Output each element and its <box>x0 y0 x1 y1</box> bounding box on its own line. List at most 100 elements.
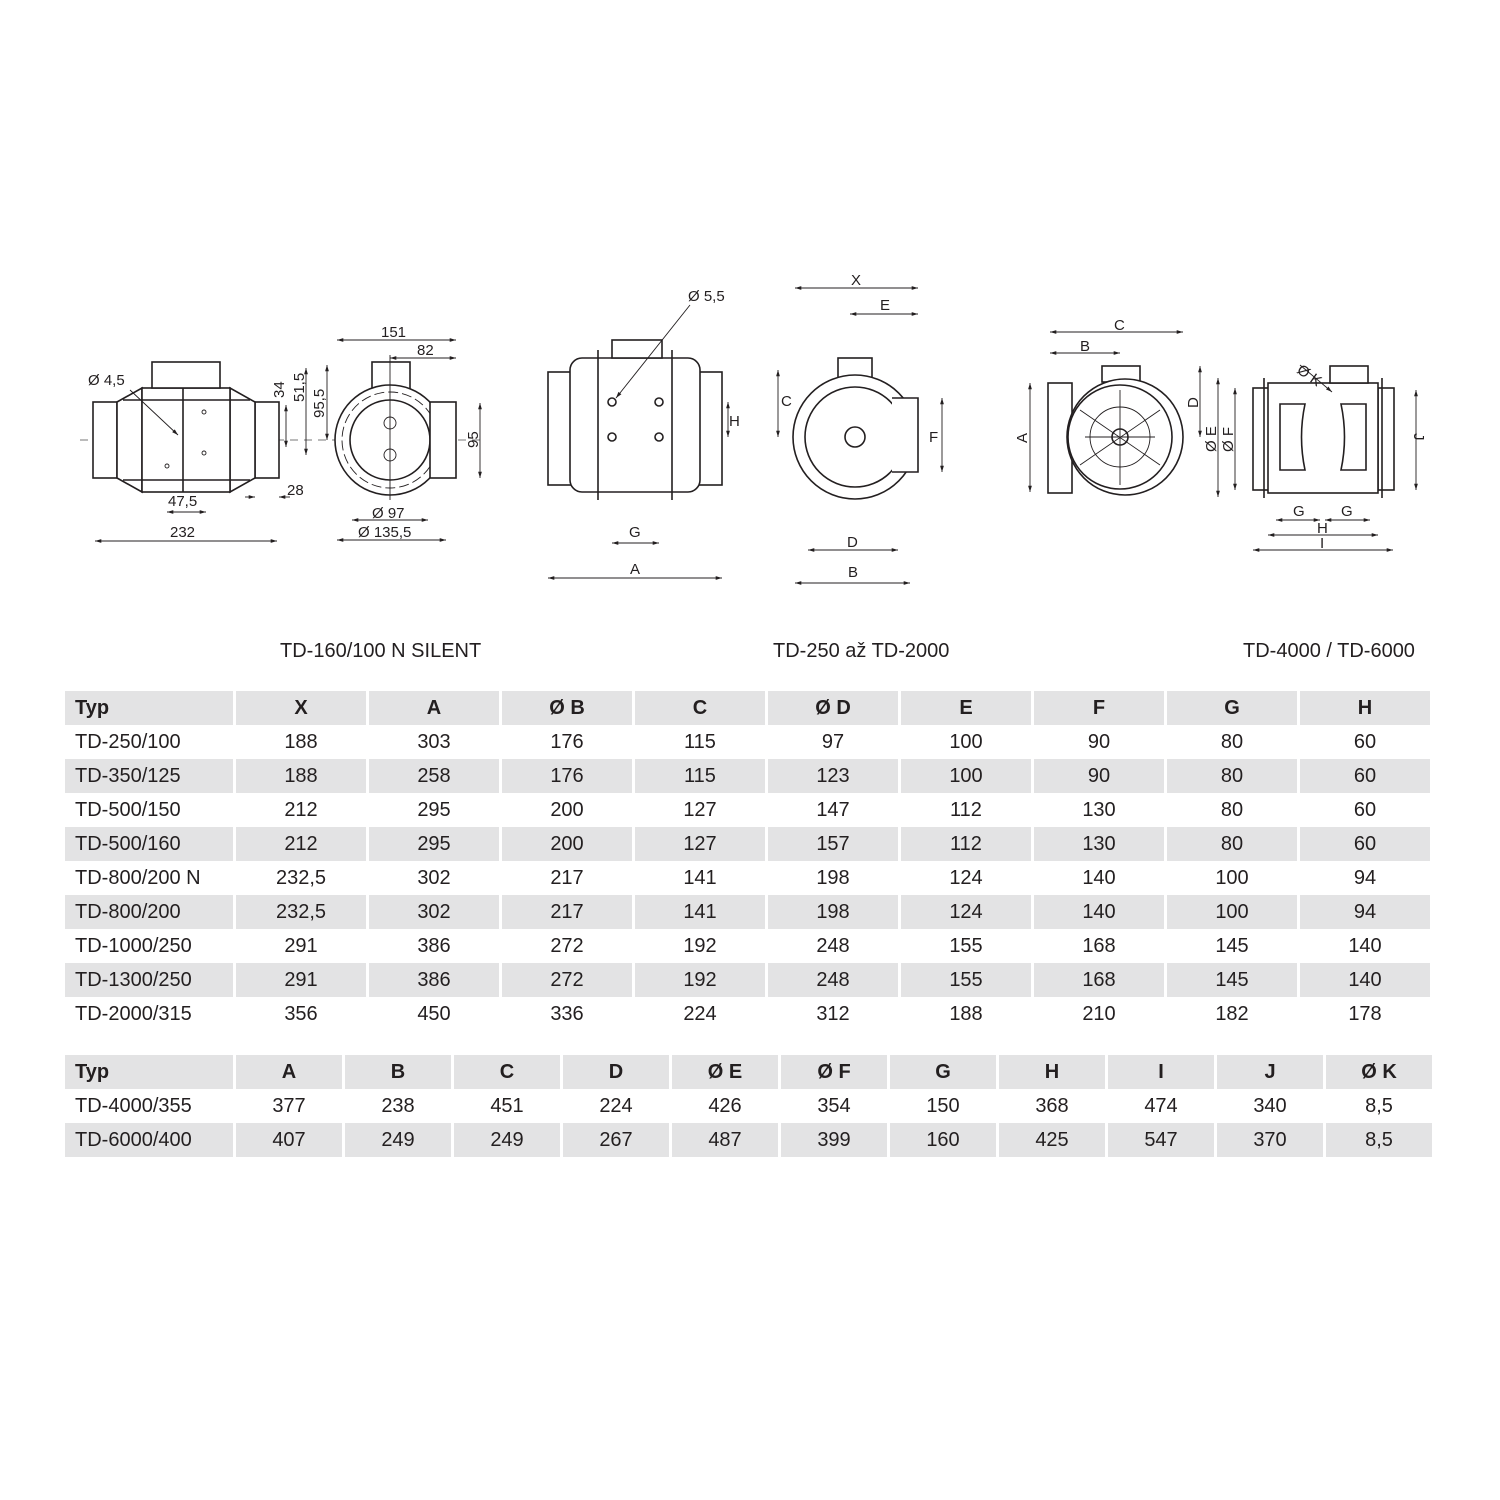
value-cell: 127 <box>683 798 717 821</box>
svg-text:F: F <box>929 429 938 446</box>
value-cell: 248 <box>768 963 898 997</box>
value-cell: 127 <box>635 827 765 861</box>
value-cell: 356 <box>284 1002 318 1025</box>
value-cell: 8,5 <box>1326 1123 1432 1157</box>
value-cell: 340 <box>1253 1094 1287 1117</box>
svg-text:G: G <box>1341 503 1353 520</box>
value-cell: 60 <box>1353 730 1377 753</box>
value-cell: 212 <box>236 827 366 861</box>
column-header: G <box>890 1055 996 1089</box>
value-cell: 212 <box>284 798 318 821</box>
value-cell: 487 <box>672 1123 778 1157</box>
column-header: J <box>1217 1055 1323 1089</box>
value-cell: 192 <box>683 934 717 957</box>
value-cell: 112 <box>950 798 982 821</box>
column-header: I <box>1108 1055 1214 1089</box>
value-cell: 198 <box>768 895 898 929</box>
value-cell: 200 <box>550 798 584 821</box>
value-cell: 450 <box>417 1002 451 1025</box>
column-header: A <box>236 1055 342 1089</box>
svg-text:B: B <box>848 564 858 581</box>
model-cell: TD-1000/250 <box>75 934 192 957</box>
column-header: F <box>1034 691 1164 725</box>
model-cell: TD-4000/355 <box>75 1094 192 1117</box>
value-cell: 60 <box>1300 827 1430 861</box>
svg-text:95: 95 <box>465 431 482 448</box>
svg-text:H: H <box>1317 520 1328 537</box>
caption-mid: TD-250 až TD-2000 <box>773 640 950 662</box>
column-header: B <box>345 1055 451 1089</box>
value-cell: 80 <box>1167 759 1297 793</box>
value-cell: 140 <box>1034 895 1164 929</box>
value-cell: 354 <box>817 1094 851 1117</box>
column-header: C <box>635 691 765 725</box>
value-cell: 302 <box>417 866 451 889</box>
column-header: Typ <box>65 1055 233 1089</box>
svg-text:82: 82 <box>417 342 434 359</box>
svg-text:C: C <box>1114 317 1125 334</box>
svg-text:Ø 97: Ø 97 <box>372 505 405 522</box>
value-cell: 232,5 <box>275 866 327 889</box>
column-header: Ø E <box>672 1055 778 1089</box>
value-cell: 368 <box>1035 1094 1069 1117</box>
value-cell: 188 <box>284 730 318 753</box>
value-cell: 210 <box>1082 1002 1116 1025</box>
value-cell: 188 <box>949 1002 983 1025</box>
column-header: C <box>454 1055 560 1089</box>
value-cell: 267 <box>563 1123 669 1157</box>
value-cell: 124 <box>901 895 1031 929</box>
value-cell: 217 <box>550 866 584 889</box>
value-cell: 386 <box>369 963 499 997</box>
value-cell: 155 <box>949 934 983 957</box>
svg-text:X: X <box>851 272 861 289</box>
column-header: D <box>563 1055 669 1089</box>
value-cell: 224 <box>683 1002 717 1025</box>
value-cell: 377 <box>272 1094 306 1117</box>
value-cell: 295 <box>369 827 499 861</box>
svg-text:34: 34 <box>271 381 288 398</box>
value-cell: 94 <box>1300 895 1430 929</box>
model-cell: TD-6000/400 <box>65 1123 233 1157</box>
value-cell: 157 <box>768 827 898 861</box>
value-cell: 224 <box>599 1094 633 1117</box>
value-cell: 168 <box>1034 963 1164 997</box>
value-cell: 238 <box>381 1094 415 1117</box>
value-cell: 200 <box>502 827 632 861</box>
svg-text:A: A <box>630 561 640 578</box>
value-cell: 115 <box>635 759 765 793</box>
value-cell: 426 <box>708 1094 742 1117</box>
svg-text:D: D <box>847 534 858 551</box>
value-cell: 451 <box>490 1094 524 1117</box>
caption-silent: TD-160/100 N SILENT <box>280 640 482 662</box>
value-cell: 258 <box>369 759 499 793</box>
value-cell: 217 <box>502 895 632 929</box>
drawing-large: C B D A Ø K Ø E Ø F J G G H I <box>1014 317 1427 552</box>
value-cell: 178 <box>1348 1002 1382 1025</box>
column-header: Ø F <box>781 1055 887 1089</box>
caption-large: TD-4000 / TD-6000 <box>1243 640 1415 662</box>
value-cell: 168 <box>1082 934 1116 957</box>
svg-text:G: G <box>1293 503 1305 520</box>
svg-text:47,5: 47,5 <box>168 493 197 510</box>
value-cell: 291 <box>236 963 366 997</box>
drawing-silent: Ø 4,5 232 47,5 28 34 51,5 95,5 151 82 95… <box>80 324 482 543</box>
value-cell: 248 <box>816 934 850 957</box>
value-cell: 302 <box>369 895 499 929</box>
svg-text:E: E <box>880 297 890 314</box>
value-cell: 80 <box>1220 798 1244 821</box>
value-cell: 147 <box>816 798 850 821</box>
column-header: H <box>999 1055 1105 1089</box>
column-header: E <box>901 691 1031 725</box>
value-cell: 140 <box>1348 934 1382 957</box>
value-cell: 112 <box>901 827 1031 861</box>
svg-text:Ø E: Ø E <box>1203 426 1220 452</box>
value-cell: 90 <box>1087 730 1111 753</box>
